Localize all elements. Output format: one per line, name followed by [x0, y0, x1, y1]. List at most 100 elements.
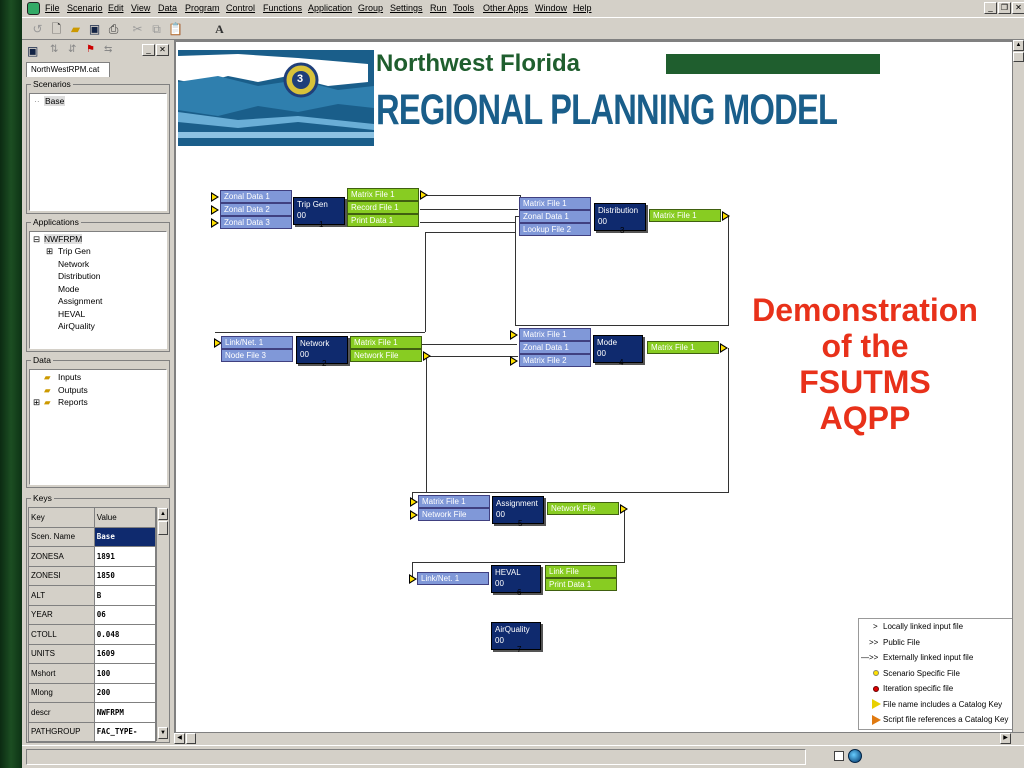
print-icon[interactable]: ⎙	[108, 22, 119, 36]
menu-data[interactable]: Data	[158, 3, 178, 13]
app-network[interactable]: Network	[58, 258, 90, 269]
close-icon[interactable]: ✕	[1012, 2, 1024, 14]
value-cell[interactable]: 200	[93, 682, 157, 703]
scroll-up-icon[interactable]: ▲	[158, 508, 168, 520]
save-icon[interactable]: ▣	[88, 22, 101, 36]
mode-input[interactable]: Matrix File 1	[519, 328, 591, 341]
menu-view[interactable]: View	[131, 3, 151, 13]
heval-input[interactable]: Link/Net. 1	[417, 572, 489, 585]
sort-icon[interactable]: ⇅	[50, 44, 59, 55]
tripgen-input[interactable]: Zonal Data 3	[220, 216, 292, 229]
menu-scenario[interactable]: Scenario	[67, 3, 103, 13]
scroll-left-icon[interactable]: ◀	[174, 733, 185, 744]
new-file-icon[interactable]: 🗋	[51, 22, 62, 36]
panel-close-icon[interactable]: ✕	[156, 44, 169, 56]
copy-icon[interactable]: ⧉	[152, 22, 161, 36]
scroll-thumb[interactable]	[158, 521, 168, 535]
value-cell[interactable]: 1891	[93, 546, 157, 567]
canvas-vertical-scrollbar[interactable]: ▲	[1012, 40, 1024, 732]
value-cell[interactable]: FAC_TYPE-	[93, 721, 157, 742]
menu-window[interactable]: Window	[535, 3, 568, 13]
keys-scrollbar[interactable]: ▲ ▼	[156, 507, 168, 741]
scroll-thumb[interactable]	[1013, 52, 1024, 62]
app-distribution[interactable]: Distribution	[58, 271, 101, 281]
value-cell[interactable]: NWFRPM	[93, 702, 157, 723]
scroll-thumb[interactable]	[186, 733, 196, 744]
menu-edit[interactable]: Edit	[108, 3, 124, 13]
heval-output[interactable]: Print Data 1	[545, 578, 617, 591]
properties-icon[interactable]: ⇆	[104, 44, 113, 55]
checkbox-icon[interactable]	[834, 751, 844, 761]
diagram-canvas[interactable]: 3 Northwest Florida REGIONAL PLANNING MO…	[174, 40, 1014, 732]
assignment-input[interactable]: Matrix File 1	[418, 495, 490, 508]
mode-input[interactable]: Zonal Data 1	[519, 341, 591, 354]
cut-icon[interactable]: ✂	[132, 22, 143, 36]
assignment-output[interactable]: Network File	[547, 502, 619, 515]
mode-input[interactable]: Matrix File 2	[519, 354, 591, 367]
app-assignment[interactable]: Assignment	[58, 296, 103, 306]
network-output[interactable]: Network File	[350, 349, 422, 362]
data-outputs[interactable]: Outputs	[58, 384, 88, 395]
sort-desc-icon[interactable]: ⇵	[68, 44, 77, 55]
menu-functions[interactable]: Functions	[263, 3, 303, 13]
tripgen-input[interactable]: Zonal Data 2	[220, 203, 292, 216]
menu-tools[interactable]: Tools	[453, 3, 475, 13]
distribution-input[interactable]: Lookup File 2	[519, 223, 591, 236]
network-output[interactable]: Matrix File 1	[350, 336, 422, 349]
menu-control[interactable]: Control	[226, 3, 256, 13]
network-input[interactable]: Link/Net. 1	[221, 336, 293, 349]
paste-icon[interactable]: 📋	[168, 22, 183, 36]
network-input[interactable]: Node File 3	[221, 349, 293, 362]
mode-output[interactable]: Matrix File 1	[647, 341, 719, 354]
app-trip-gen[interactable]: Trip Gen	[58, 246, 91, 256]
distribution-output[interactable]: Matrix File 1	[649, 209, 721, 222]
app-icon[interactable]	[27, 2, 40, 15]
panel-minimize-icon[interactable]: _	[142, 44, 155, 56]
expand-icon[interactable]: ⊞	[46, 246, 54, 256]
menu-help[interactable]: Help	[573, 3, 592, 13]
assignment-input[interactable]: Network File	[418, 508, 490, 521]
save-icon[interactable]: ▣	[27, 44, 39, 58]
scroll-up-icon[interactable]: ▲	[1013, 40, 1024, 51]
value-cell[interactable]: 0.048	[93, 624, 157, 645]
restore-icon[interactable]: ❐	[998, 2, 1011, 14]
value-cell[interactable]: 100	[93, 663, 157, 684]
open-folder-icon[interactable]: ▰	[70, 22, 81, 36]
collapse-icon[interactable]: ⊟	[33, 234, 41, 244]
minimize-icon[interactable]: _	[984, 2, 997, 14]
menu-application[interactable]: Application	[308, 3, 353, 13]
tripgen-output[interactable]: Print Data 1	[347, 214, 419, 227]
value-cell[interactable]: B	[93, 585, 157, 606]
menu-run[interactable]: Run	[430, 3, 447, 13]
tab-catalog[interactable]: NorthWestRPM.cat	[26, 62, 110, 77]
distribution-input[interactable]: Matrix File 1	[519, 197, 591, 210]
value-cell[interactable]: 06	[93, 604, 157, 625]
tripgen-input[interactable]: Zonal Data 1	[220, 190, 292, 203]
filter-icon[interactable]: ⚑	[86, 44, 95, 55]
menu-settings[interactable]: Settings	[390, 3, 423, 13]
scroll-right-icon[interactable]: ▶	[1000, 733, 1011, 744]
heval-output[interactable]: Link File	[545, 565, 617, 578]
globe-icon[interactable]	[848, 749, 862, 763]
font-button[interactable]: A	[215, 22, 224, 36]
app-airquality[interactable]: AirQuality	[58, 321, 95, 331]
menu-group[interactable]: Group	[358, 3, 384, 13]
menu-file[interactable]: File	[45, 3, 60, 13]
canvas-horizontal-scrollbar[interactable]: ◀ ▶	[174, 732, 1024, 745]
menu-other-apps[interactable]: Other Apps	[483, 3, 529, 13]
menu-program[interactable]: Program	[185, 3, 220, 13]
tripgen-output[interactable]: Matrix File 1	[347, 188, 419, 201]
scenario-base[interactable]: Base	[44, 96, 66, 106]
expand-icon[interactable]: ⊞	[33, 397, 41, 407]
app-root-nwfrpm[interactable]: NWFRPM	[44, 234, 83, 244]
data-inputs[interactable]: Inputs	[58, 372, 82, 382]
scroll-down-icon[interactable]: ▼	[158, 727, 168, 739]
back-icon[interactable]: ↺	[32, 22, 43, 36]
value-cell[interactable]: Base	[93, 526, 157, 547]
